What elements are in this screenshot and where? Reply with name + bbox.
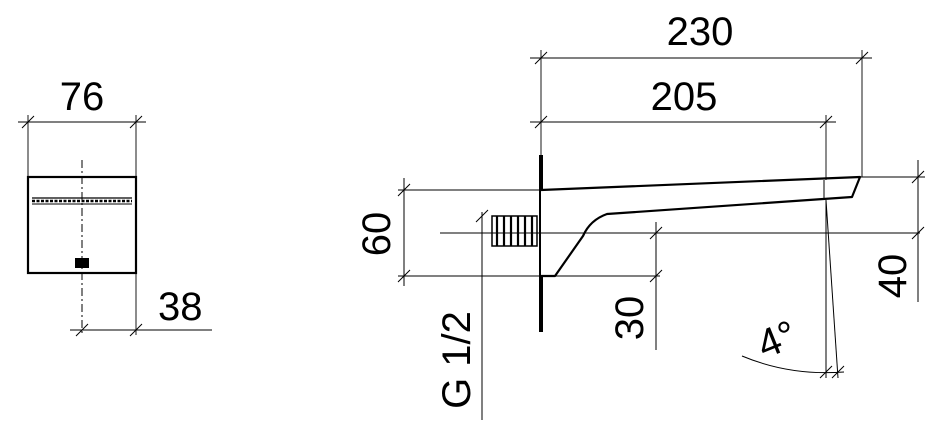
thread-tick: [475, 209, 489, 223]
spout-body: [540, 175, 862, 278]
outlet-height-label: 40: [871, 254, 915, 299]
length-tick-right: [855, 51, 869, 65]
outlet-offset-label: 30: [608, 296, 652, 341]
projection-tick-left: [534, 115, 548, 129]
side-view: 230 205 60 G 1/2 30 40 4°: [355, 10, 925, 420]
width-tick-right: [129, 115, 143, 129]
depth-tick-right: [129, 323, 143, 337]
thread-label: G 1/2: [435, 311, 479, 409]
outlet-tick-top: [911, 170, 925, 184]
projection-tick-right: [819, 115, 833, 129]
angle-tick-left: [819, 365, 833, 379]
front-view: 76 38: [18, 75, 212, 337]
angle-water-line: [825, 199, 839, 379]
offset-tick-top: [649, 226, 663, 240]
width-tick-left: [21, 115, 35, 129]
height-label: 60: [355, 212, 399, 257]
angle-tick-right: [831, 365, 845, 379]
threaded-connector: [491, 215, 538, 247]
overall-length-label: 230: [667, 10, 734, 54]
angle-arc: [741, 355, 845, 374]
length-tick-left: [534, 51, 548, 65]
offset-tick-bottom: [649, 269, 663, 283]
height-tick-bottom: [397, 269, 411, 283]
angle-label: 4°: [751, 312, 803, 367]
fixing-screw: [75, 258, 89, 268]
outlet-tick-bottom: [911, 226, 925, 240]
depth-tick-left: [75, 323, 89, 337]
depth-label: 38: [158, 285, 203, 329]
width-label: 76: [60, 75, 105, 119]
projection-label: 205: [651, 75, 718, 119]
height-tick-top: [397, 183, 411, 197]
